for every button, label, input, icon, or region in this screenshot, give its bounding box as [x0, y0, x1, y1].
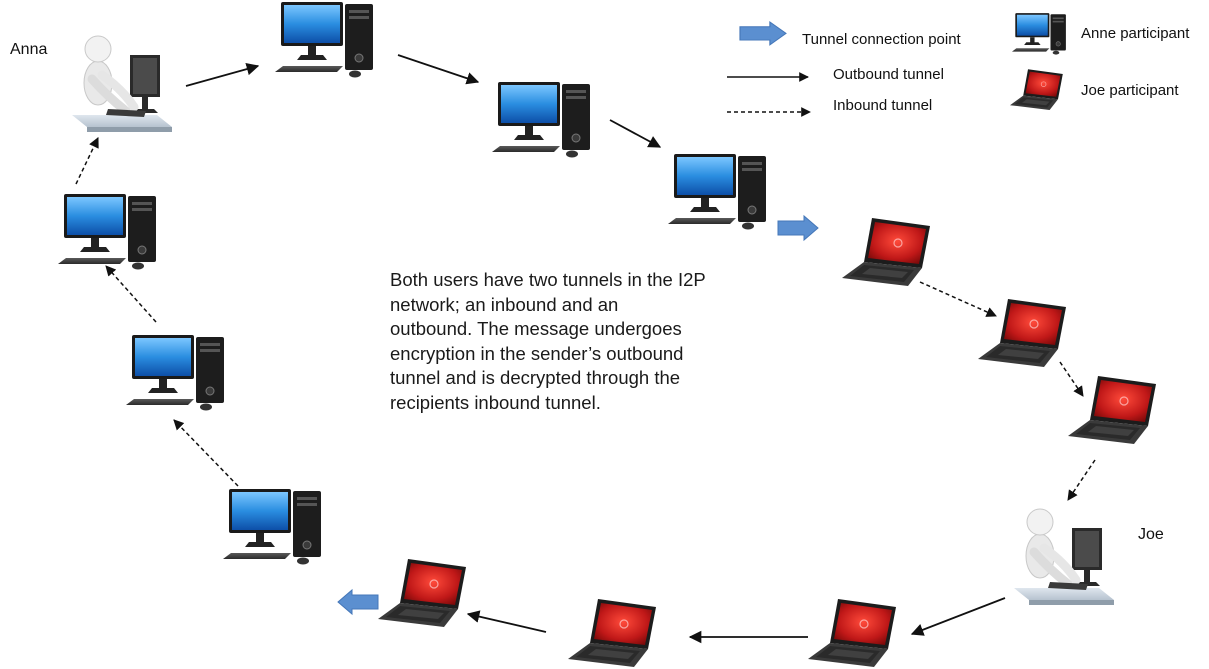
outbound-arrow — [185, 62, 260, 87]
inbound-arrow — [1059, 361, 1084, 397]
legend-connection-arrow — [739, 21, 787, 46]
user-label-joe: Joe — [1138, 526, 1164, 543]
outbound-arrow — [609, 119, 662, 148]
joe-participant-laptop — [567, 598, 657, 668]
user-label-anna: Anna — [10, 41, 48, 58]
legend-inbound-label: Inbound tunnel — [833, 97, 933, 114]
anna-figure — [72, 36, 172, 132]
inbound-arrow — [1067, 459, 1096, 501]
outbound-arrow — [910, 597, 1006, 636]
outbound-arrow — [466, 610, 547, 633]
legend-anne-participant-label: Anne participant — [1081, 25, 1190, 42]
description-line: outbound. The message undergoes — [390, 318, 682, 339]
legend-joe-icon — [1009, 68, 1064, 111]
description-line: encryption in the sender’s outbound — [390, 342, 684, 364]
inbound-arrow — [75, 137, 99, 185]
joe-figure — [1014, 509, 1114, 605]
joe-participant-laptop — [377, 558, 467, 628]
tunnel-connection-point-arrow — [337, 589, 379, 615]
joe-participant-laptop — [841, 217, 931, 287]
anne-participant-computer — [667, 153, 767, 230]
outbound-tunnel-arrows — [185, 54, 1006, 644]
description-text: Both users have two tunnels in the I2P n… — [390, 268, 790, 415]
description-line: Both users have two tunnels in the I2P — [390, 269, 706, 290]
joe-participant-laptop — [1067, 375, 1157, 445]
legend-connection-point-label: Tunnel connection point — [802, 31, 961, 48]
joe-participant-laptop — [807, 598, 897, 668]
inbound-arrow — [105, 265, 157, 323]
anne-participant-computer — [274, 1, 374, 78]
legend-outbound-label: Outbound tunnel — [833, 66, 944, 83]
anne-participant-computer — [125, 334, 225, 411]
inbound-arrow — [173, 419, 239, 487]
description-line: tunnel and is decrypted through the — [390, 367, 681, 388]
inbound-arrow — [919, 281, 997, 317]
tunnel-connection-point-arrow — [777, 215, 819, 241]
description-line: recipients inbound tunnel. — [390, 391, 601, 413]
outbound-arrow — [397, 54, 480, 85]
description-line: network; an inbound and an — [390, 293, 619, 315]
legend-anne-icon — [1011, 12, 1067, 55]
anne-participant-computer — [491, 81, 591, 158]
joe-participant-laptop — [977, 298, 1067, 368]
anne-participant-computer — [222, 488, 322, 565]
legend-joe-participant-label: Joe participant — [1081, 82, 1179, 99]
inbound-tunnel-arrows — [75, 137, 1096, 501]
anne-participant-computer — [57, 193, 157, 270]
